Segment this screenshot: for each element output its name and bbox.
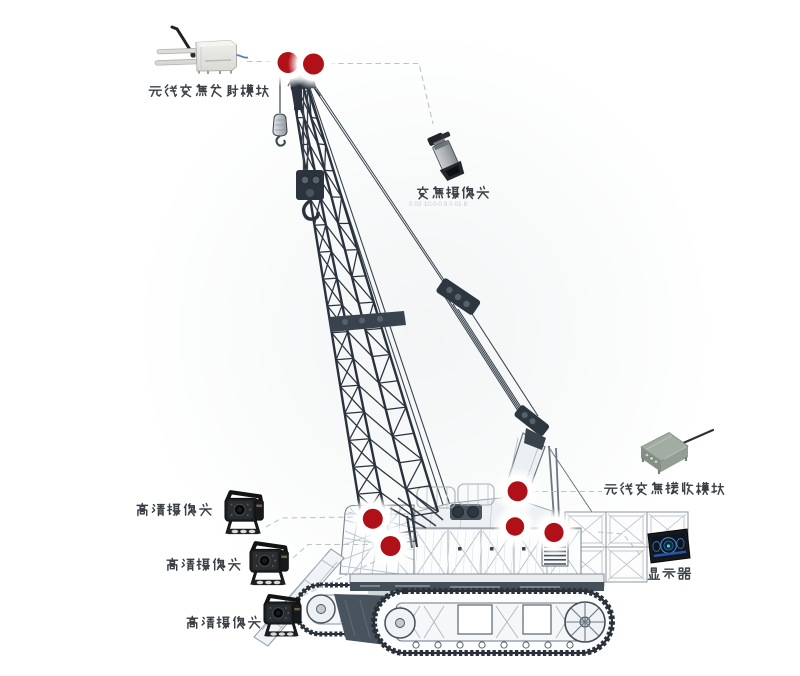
svg-text:0 02 10:0-0 9 0 01 8: 0 02 10:0-0 9 0 01 8 <box>409 201 468 208</box>
